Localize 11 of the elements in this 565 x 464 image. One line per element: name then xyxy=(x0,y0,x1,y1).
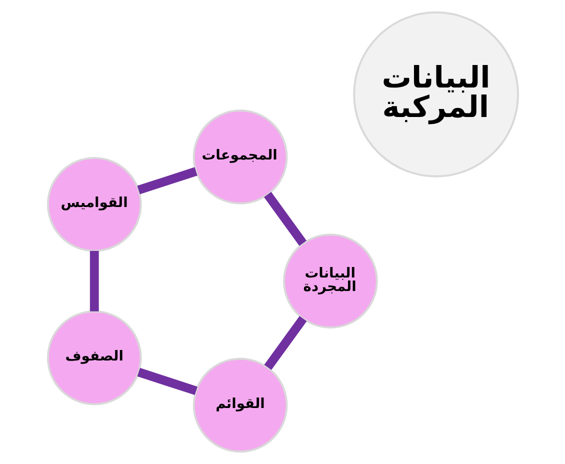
node-circle: البيانات المركبة xyxy=(352,11,519,178)
connector xyxy=(264,316,306,370)
connector xyxy=(136,167,197,194)
connector xyxy=(89,250,98,312)
node-circle: القواميس xyxy=(46,156,142,252)
node-circle: القوائم xyxy=(192,358,288,453)
connector xyxy=(136,368,197,396)
node-circle: البيانات المجردة xyxy=(282,234,378,328)
node-circle: المجموعات xyxy=(192,110,288,204)
connector xyxy=(263,192,306,246)
node-circle: الصفوف xyxy=(46,310,142,406)
